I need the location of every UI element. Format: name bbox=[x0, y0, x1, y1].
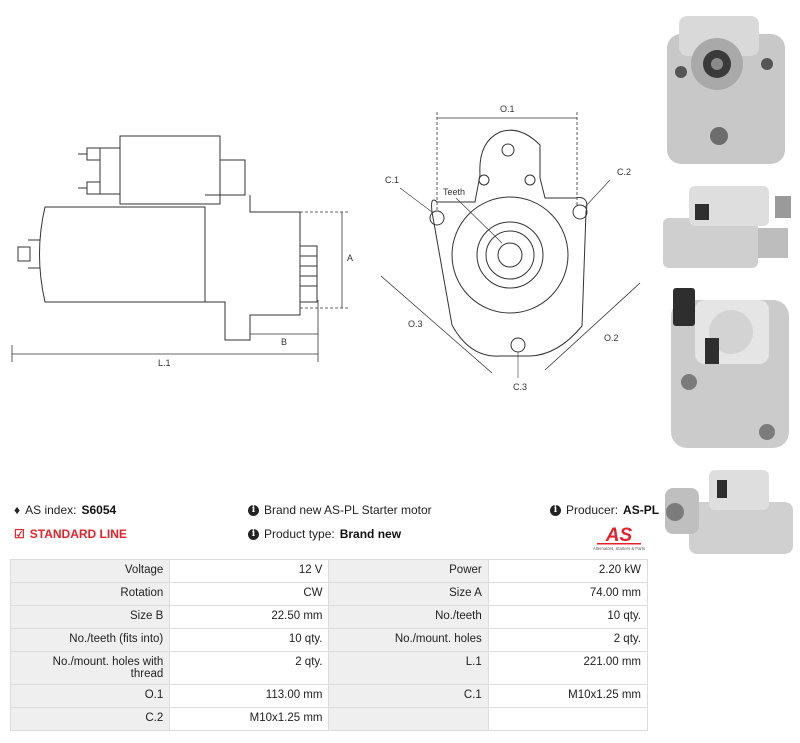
spec-label: Power bbox=[328, 559, 489, 583]
drive-housing bbox=[205, 136, 301, 341]
product-type-row: i Product type: Brand new bbox=[248, 527, 401, 541]
label-c2: C.2 bbox=[617, 167, 631, 177]
spec-value: 10 qty. bbox=[487, 605, 649, 629]
spec-label: C.1 bbox=[328, 684, 489, 708]
as-pl-logo: AS Alternators, Starters & Parts bbox=[583, 522, 655, 552]
spec-label: No./teeth (fits into) bbox=[9, 628, 171, 652]
spec-label: No./teeth bbox=[328, 605, 489, 629]
producer-label: Producer: bbox=[566, 503, 619, 517]
starter-diagram: O.1 C.1 C.2 Teeth O.3 O.2 C.3 A B L.1 bbox=[11, 104, 641, 392]
spec-value: 113.00 mm bbox=[169, 684, 330, 708]
label-c1: C.1 bbox=[385, 175, 399, 185]
solenoid-outline bbox=[119, 135, 221, 205]
spec-value: 2 qty. bbox=[169, 651, 330, 685]
spec-label: Rotation bbox=[9, 582, 171, 606]
spec-label: No./mount. holes bbox=[328, 628, 489, 652]
spec-label: L.1 bbox=[328, 651, 489, 685]
description-text: Brand new AS-PL Starter motor bbox=[264, 503, 432, 517]
label-c3: C.3 bbox=[513, 382, 527, 392]
label-l1: L.1 bbox=[158, 358, 171, 368]
label-teeth: Teeth bbox=[443, 187, 465, 197]
spec-label: C.2 bbox=[9, 707, 171, 731]
mount-hole-c3 bbox=[510, 337, 526, 353]
spec-label: No./mount. holes with thread bbox=[9, 651, 171, 685]
spec-label: O.1 bbox=[9, 684, 171, 708]
mount-hole-c1 bbox=[429, 210, 445, 226]
label-o2: O.2 bbox=[604, 333, 619, 343]
description-row: i Brand new AS-PL Starter motor bbox=[248, 503, 432, 517]
spec-value: 2.20 kW bbox=[487, 559, 649, 583]
as-index-label: AS index: bbox=[25, 503, 77, 517]
label-o3: O.3 bbox=[408, 319, 423, 329]
spec-value: 221.00 mm bbox=[487, 651, 649, 685]
spec-value: 74.00 mm bbox=[487, 582, 649, 606]
standard-line-row: ☑ STANDARD LINE bbox=[14, 527, 127, 541]
as-index-value: S6054 bbox=[81, 503, 117, 517]
checkbox-icon: ☑ bbox=[14, 527, 25, 541]
product-photos bbox=[655, 0, 800, 560]
info-icon: i bbox=[248, 528, 259, 540]
table-row: No./teeth (fits into)10 qty.No./mount. h… bbox=[9, 628, 649, 652]
producer-value: AS-PL bbox=[623, 503, 660, 517]
flange-outline bbox=[431, 129, 588, 357]
label-a: A bbox=[347, 253, 353, 263]
product-type-label: Product type: bbox=[264, 527, 335, 541]
spec-value: M10x1.25 mm bbox=[169, 707, 330, 731]
info-icon: i bbox=[248, 504, 259, 516]
spec-value: 10 qty. bbox=[169, 628, 330, 652]
spec-value: M10x1.25 mm bbox=[487, 684, 649, 708]
spec-value: 22.50 mm bbox=[169, 605, 330, 629]
photo-side-view[interactable] bbox=[659, 178, 797, 273]
motor-body bbox=[39, 206, 206, 303]
photo-front-view[interactable] bbox=[659, 4, 797, 170]
nose-outer bbox=[451, 196, 569, 314]
spec-label: Size B bbox=[9, 605, 171, 629]
spec-value: 2 qty. bbox=[487, 628, 649, 652]
spec-label: Voltage bbox=[9, 559, 171, 583]
spec-value: 12 V bbox=[169, 559, 330, 583]
mount-hole-c2 bbox=[572, 204, 588, 220]
as-index-row: ♦ AS index: S6054 bbox=[14, 503, 116, 517]
spec-label: Size A bbox=[328, 582, 489, 606]
dimension-o2-line bbox=[544, 282, 641, 371]
photo-angle-view[interactable] bbox=[659, 466, 797, 558]
label-o1: O.1 bbox=[500, 104, 515, 114]
svg-text:AS: AS bbox=[605, 525, 633, 546]
product-info: ♦ AS index: S6054 ☑ STANDARD LINE i Bran… bbox=[14, 503, 659, 553]
producer-row: i Producer: AS-PL bbox=[550, 503, 659, 517]
dimension-o3-line bbox=[380, 275, 493, 374]
spec-label bbox=[328, 707, 489, 731]
product-type-value: Brand new bbox=[339, 527, 402, 541]
label-b: B bbox=[281, 337, 287, 347]
svg-text:Alternators, Starters & Parts: Alternators, Starters & Parts bbox=[593, 546, 645, 551]
spec-value bbox=[487, 707, 649, 731]
photo-rear-view[interactable] bbox=[659, 282, 797, 452]
spec-value: CW bbox=[169, 582, 330, 606]
tag-icon: ♦ bbox=[14, 503, 21, 517]
info-icon: i bbox=[550, 504, 561, 516]
pinion-gear bbox=[485, 230, 535, 280]
pinion bbox=[299, 245, 318, 303]
standard-line-label: STANDARD LINE bbox=[29, 527, 127, 541]
technical-drawing: O.1 C.1 C.2 Teeth O.3 O.2 C.3 A B L.1 bbox=[0, 0, 655, 440]
solenoid-cap bbox=[99, 147, 121, 195]
